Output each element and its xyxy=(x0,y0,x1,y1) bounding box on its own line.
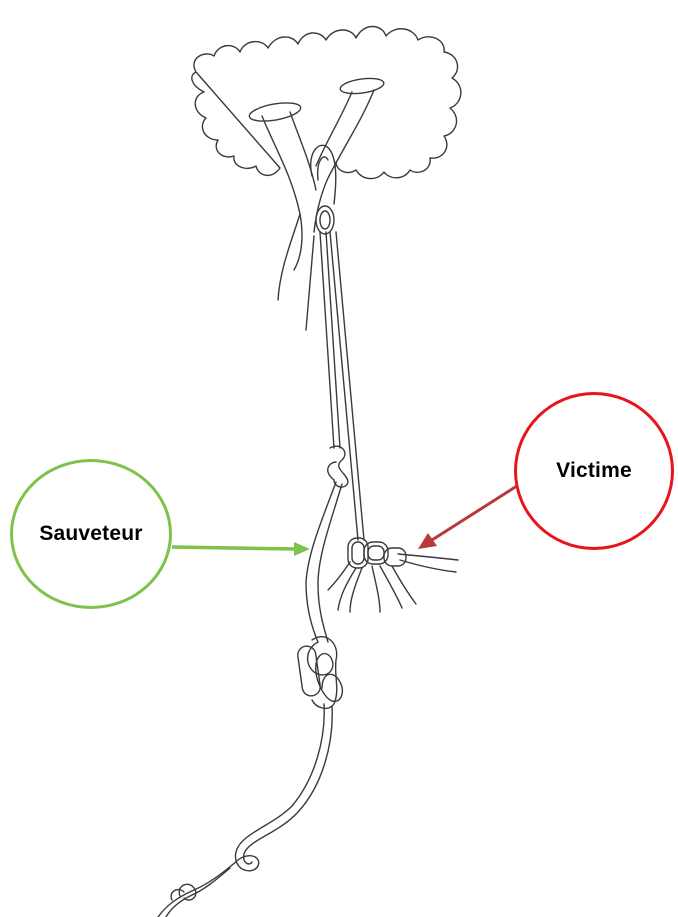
victim-label: Victime xyxy=(556,459,632,483)
rope-strand-3 xyxy=(330,232,358,540)
anchor-carabiner-gate xyxy=(320,211,330,229)
rescuer-rope-right xyxy=(318,484,342,642)
tree-canopy xyxy=(192,27,461,179)
friction-knot xyxy=(328,446,348,487)
rescuer-arrow xyxy=(172,542,310,556)
rope-strand-5 xyxy=(306,236,314,330)
branch-cut-right xyxy=(339,76,385,96)
victim-line-7 xyxy=(398,554,458,560)
rope-strand-4 xyxy=(336,232,364,540)
anchor-sling-inner xyxy=(318,157,328,180)
victim-line-3 xyxy=(372,566,380,612)
tree-trunk-right-inner xyxy=(316,92,352,166)
victim-line-4 xyxy=(380,566,402,608)
tree-trunk-left xyxy=(262,116,302,270)
rescuer-label: Sauveteur xyxy=(39,522,142,546)
victim-arrow xyxy=(418,484,520,549)
victim-line-6 xyxy=(400,560,456,572)
tree-trunk-left-inner xyxy=(290,112,316,190)
tree-trunk-right xyxy=(314,90,374,232)
rescuer-callout-circle: Sauveteur xyxy=(10,459,172,609)
victim-callout-circle: Victime xyxy=(514,392,674,550)
anchor-sling xyxy=(311,145,336,204)
rope-strand-1 xyxy=(320,232,334,448)
anchor-carabiner xyxy=(316,206,334,234)
tail-knot xyxy=(171,884,196,900)
victim-line-5 xyxy=(392,566,416,604)
trunk-lower xyxy=(278,214,300,300)
victim-carabiners xyxy=(348,538,406,568)
